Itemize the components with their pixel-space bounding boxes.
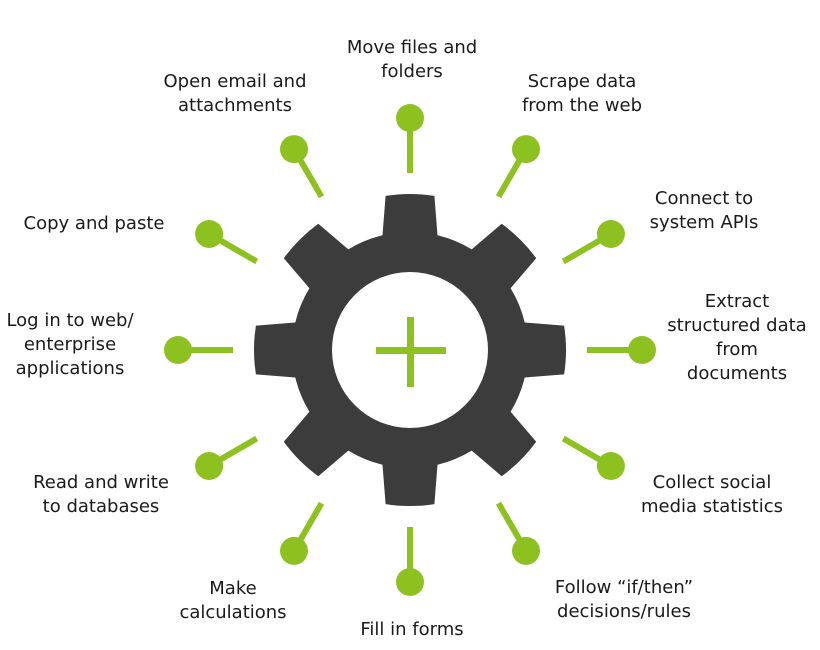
capability-label-line: from bbox=[716, 339, 758, 360]
capability-label-line: structured data bbox=[667, 315, 807, 336]
capability-label-if-then: Follow “if/then” decisions/rules bbox=[555, 576, 693, 624]
capability-label-line: system APIs bbox=[649, 212, 759, 233]
capability-label-copy-paste: Copy and paste bbox=[24, 212, 165, 236]
capability-label-databases: Read and write to databases bbox=[33, 471, 169, 519]
capability-label-line: attachments bbox=[178, 95, 292, 116]
capability-label-line: Fill in forms bbox=[360, 619, 464, 640]
capability-label-line: Open email and bbox=[163, 71, 307, 92]
spokes-group bbox=[164, 104, 656, 596]
spoke-dot-connect-apis bbox=[596, 220, 625, 248]
spoke-dot-social-stats bbox=[596, 452, 625, 480]
spoke-dot-scrape-data bbox=[512, 135, 540, 164]
spoke-dot-if-then bbox=[512, 536, 540, 565]
capability-label-scrape-data: Scrape data from the web bbox=[522, 70, 642, 118]
capability-label-line: to databases bbox=[42, 496, 160, 517]
capability-label-fill-forms: Fill in forms bbox=[360, 618, 463, 642]
capability-label-line: Move files and bbox=[346, 37, 478, 58]
capability-label-line: decisions/rules bbox=[557, 601, 691, 622]
spoke-dot-fill-forms bbox=[396, 568, 424, 596]
capability-label-line: Follow “if/then” bbox=[554, 577, 694, 598]
spoke-dot-move-files bbox=[396, 104, 424, 132]
capability-label-calculations: Make calculations bbox=[179, 577, 286, 625]
capability-label-line: folders bbox=[381, 61, 443, 82]
capability-label-line: Connect to bbox=[654, 188, 754, 209]
capability-label-line: Extract bbox=[704, 291, 770, 312]
capability-label-line: enterprise bbox=[23, 334, 117, 355]
spoke-dot-copy-paste bbox=[195, 220, 224, 248]
capability-label-move-files: Move files and folders bbox=[347, 36, 477, 84]
capability-label-line: media statistics bbox=[640, 496, 784, 517]
capability-label-line: Scrape data bbox=[527, 71, 637, 92]
capability-label-connect-apis: Connect to system APIs bbox=[650, 187, 759, 235]
capability-label-extract-data: Extract structured data from documents bbox=[667, 290, 806, 386]
plus-icon-vertical-bar bbox=[407, 317, 414, 387]
capability-label-line: calculations bbox=[179, 602, 287, 623]
capability-label-line: Make bbox=[209, 578, 257, 599]
capability-label-line: Log in to web/ bbox=[6, 310, 134, 331]
capability-label-line: documents bbox=[686, 363, 788, 384]
capability-label-line: from the web bbox=[521, 95, 643, 116]
spoke-dot-email bbox=[280, 135, 308, 164]
capability-label-email: Open email and attachments bbox=[163, 70, 306, 118]
capability-label-line: Read and write bbox=[33, 472, 169, 493]
spoke-dot-databases bbox=[195, 452, 224, 480]
plus-icon bbox=[376, 317, 446, 387]
spoke-dot-log-in bbox=[164, 336, 192, 364]
capability-label-line: Copy and paste bbox=[23, 213, 165, 234]
spoke-dot-calculations bbox=[280, 536, 308, 565]
capability-label-log-in: Log in to web/enterprise applications bbox=[6, 309, 133, 381]
capability-label-line: Collect social bbox=[652, 472, 772, 493]
capability-label-line: applications bbox=[15, 358, 125, 379]
spoke-dot-extract-data bbox=[628, 336, 656, 364]
capability-label-social-stats: Collect social media statistics bbox=[641, 471, 783, 519]
